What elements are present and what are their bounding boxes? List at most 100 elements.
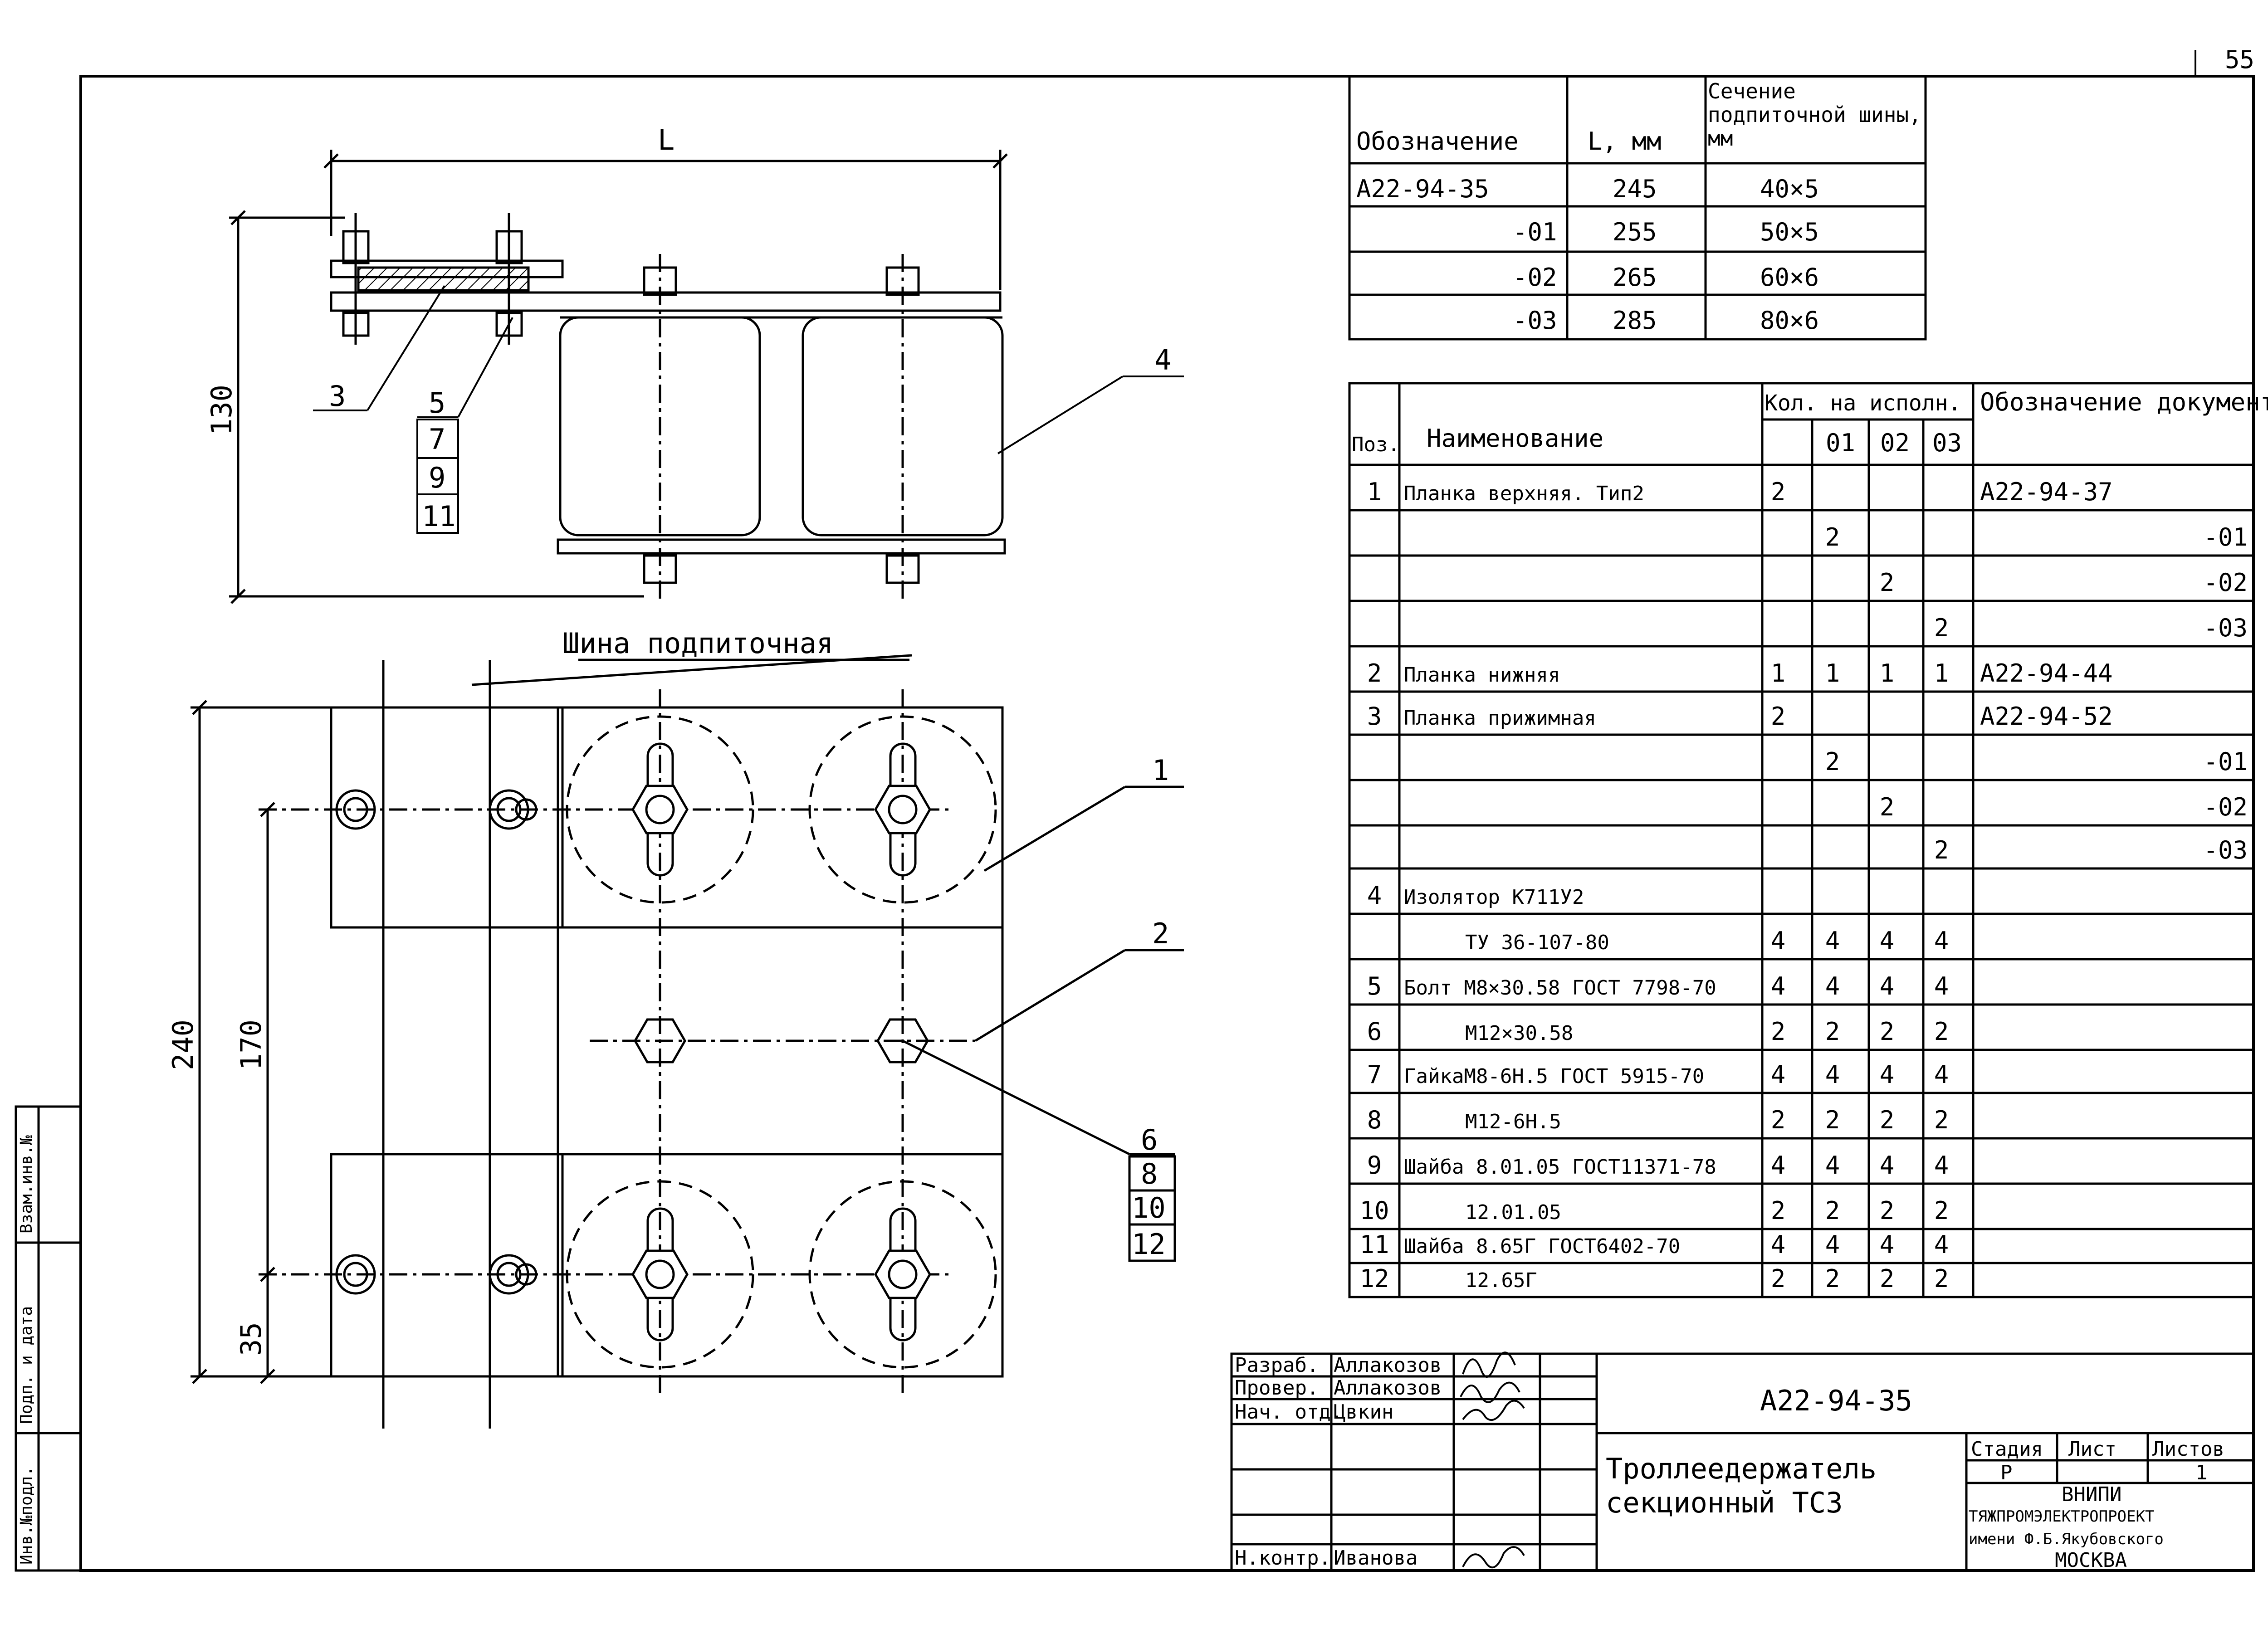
spec-rows: 1 Планка верхняя. Тип2 2 А22-94-37 2 -01 2 -02 2… <box>1359 478 2248 1293</box>
signer-name-0: Аллакозов <box>1334 1354 1442 1377</box>
callout-3: 3 <box>329 380 346 413</box>
title-block-grid <box>1230 1352 2255 1572</box>
spec-row-13-qty-1: 4 <box>1825 1060 1840 1089</box>
spec-row-14-qty-1: 2 <box>1825 1106 1840 1134</box>
spec-row-17-qty-3: 4 <box>1934 1230 1949 1259</box>
spec-row-8-qty-3: 2 <box>1934 836 1949 864</box>
sheets-header: Листов <box>2152 1438 2224 1461</box>
spec-row-15-name: Шайба 8.01.05 ГОСТ11371-78 <box>1404 1156 1716 1179</box>
spec-row-17-qty-1: 4 <box>1825 1230 1840 1259</box>
spec-table-grid <box>1348 382 2255 1298</box>
spec-row-13-qty-2: 4 <box>1880 1060 1895 1089</box>
spec-row-4-qty-3: 1 <box>1934 659 1949 688</box>
spec-row-10-name: ТУ 36-107-80 <box>1465 931 1609 954</box>
spec-row-6-doc: -01 <box>2203 747 2248 776</box>
variants-header-designation: Обозначение <box>1356 127 1519 156</box>
title-line-1: Троллеедержатель <box>1606 1452 1877 1485</box>
spec-row-7-doc: -02 <box>2203 793 2248 821</box>
callout-11: 11 <box>422 500 456 533</box>
spec-row-13-name: ГайкаМ8-6Н.5 ГОСТ 5915-70 <box>1404 1065 1704 1088</box>
side-stamp-inv-podl: Инв.№подл. <box>17 1466 36 1565</box>
callout-9: 9 <box>429 461 445 494</box>
spec-row-16-qty-2: 2 <box>1880 1196 1895 1225</box>
spec-row-0-pos: 1 <box>1367 478 1382 506</box>
org-line-3: имени Ф.Б.Якубовского <box>1969 1530 2164 1548</box>
org-line-1: ВНИПИ <box>2062 1483 2121 1506</box>
top-view <box>229 150 1008 604</box>
spec-row-11-qty-3: 4 <box>1934 972 1949 1000</box>
spec-row-13-qty-3: 4 <box>1934 1060 1949 1089</box>
variants-header-L: L, мм <box>1588 127 1662 156</box>
dim-L: L <box>658 123 675 156</box>
spec-row-15-pos: 9 <box>1367 1151 1382 1180</box>
spec-row-18-qty-3: 2 <box>1934 1264 1949 1293</box>
signer-name-1: Аллакозов <box>1334 1376 1442 1400</box>
spec-row-12-qty-2: 2 <box>1880 1017 1895 1046</box>
signer-name-2: Цвкин <box>1334 1400 1393 1424</box>
dim-240: 240 <box>166 1019 200 1070</box>
signer-name-3: Иванова <box>1334 1546 1418 1570</box>
variants-row-2-designation: -02 <box>1513 263 1557 292</box>
dim-170: 170 <box>235 1019 268 1070</box>
spec-row-15-qty-2: 4 <box>1880 1151 1895 1180</box>
sheets-value: 1 <box>2195 1461 2208 1484</box>
spec-row-0-doc: А22-94-37 <box>1980 478 2113 506</box>
signer-role-0: Разраб. <box>1235 1354 1319 1377</box>
variants-row-0-designation: А22-94-35 <box>1356 175 1489 203</box>
spec-row-18-pos: 12 <box>1359 1264 1389 1293</box>
spec-row-14-qty-3: 2 <box>1934 1106 1949 1134</box>
spec-row-10-qty-2: 4 <box>1880 927 1895 955</box>
spec-row-12-qty-0: 2 <box>1771 1017 1786 1046</box>
spec-row-1-doc: -01 <box>2203 523 2248 551</box>
spec-row-12-qty-1: 2 <box>1825 1017 1840 1046</box>
org-line-2: ТЯЖПРОМЭЛЕКТРОПРОЕКТ <box>1969 1507 2154 1526</box>
sheet-number: 55 <box>2225 45 2254 74</box>
callout-6: 6 <box>1141 1123 1158 1156</box>
bus-label: Шина подпиточная <box>562 627 833 660</box>
title-designation: А22-94-35 <box>1760 1384 1912 1417</box>
spec-header-doc: Обозначение документа <box>1980 388 2268 416</box>
variants-row-3-section: 80×6 <box>1760 306 1819 335</box>
spec-header-qty-02: 02 <box>1880 429 1910 457</box>
spec-header-qty: Кол. на исполн. <box>1765 390 1961 416</box>
spec-header-pos: Поз. <box>1352 433 1400 456</box>
spec-row-4-pos: 2 <box>1367 659 1382 688</box>
spec-row-5-name: Планка прижимная <box>1404 707 1596 730</box>
side-stamp-vzam-inv: Взам.инв.№ <box>17 1135 36 1234</box>
spec-row-3-qty-3: 2 <box>1934 614 1949 642</box>
callout-2: 2 <box>1152 917 1169 950</box>
plan-view <box>191 654 1184 1429</box>
title-line-2: секционный ТСЗ <box>1606 1486 1843 1519</box>
spec-row-10-qty-3: 4 <box>1934 927 1949 955</box>
spec-row-16-qty-0: 2 <box>1771 1196 1786 1225</box>
variants-row-0-L: 245 <box>1613 175 1657 203</box>
dim-130: 130 <box>205 385 238 435</box>
spec-row-0-name: Планка верхняя. Тип2 <box>1404 482 1644 505</box>
variants-row-2-section: 60×6 <box>1760 263 1819 292</box>
spec-row-12-name: М12×30.58 <box>1465 1022 1573 1045</box>
spec-row-9-name: Изолятор К711У2 <box>1404 886 1584 909</box>
variants-row-2-L: 265 <box>1613 263 1657 292</box>
variants-row-1-section: 50×5 <box>1760 218 1819 246</box>
spec-row-17-qty-0: 4 <box>1771 1230 1786 1259</box>
spec-row-11-name: Болт М8×30.58 ГОСТ 7798-70 <box>1404 976 1716 1000</box>
variants-row-0-section: 40×5 <box>1760 175 1819 203</box>
spec-row-0-qty-0: 2 <box>1771 478 1786 506</box>
sheet-frame <box>79 75 2255 1572</box>
spec-row-2-qty-2: 2 <box>1880 568 1895 597</box>
callout-7: 7 <box>429 423 445 456</box>
spec-row-12-pos: 6 <box>1367 1017 1382 1046</box>
variants-row-1-L: 255 <box>1613 218 1657 246</box>
org-line-4: МОСКВА <box>2055 1549 2127 1572</box>
spec-row-14-qty-0: 2 <box>1771 1106 1786 1134</box>
stage-value: Р <box>2000 1461 2013 1484</box>
spec-header-qty-01: 01 <box>1826 429 1855 457</box>
spec-row-16-qty-1: 2 <box>1825 1196 1840 1225</box>
spec-row-17-name: Шайба 8.65Г ГОСТ6402-70 <box>1404 1235 1680 1258</box>
spec-row-13-pos: 7 <box>1367 1060 1382 1089</box>
spec-row-3-doc: -03 <box>2203 614 2248 642</box>
spec-row-14-qty-2: 2 <box>1880 1106 1895 1134</box>
spec-row-5-pos: 3 <box>1367 702 1382 731</box>
spec-row-16-pos: 10 <box>1359 1196 1389 1225</box>
